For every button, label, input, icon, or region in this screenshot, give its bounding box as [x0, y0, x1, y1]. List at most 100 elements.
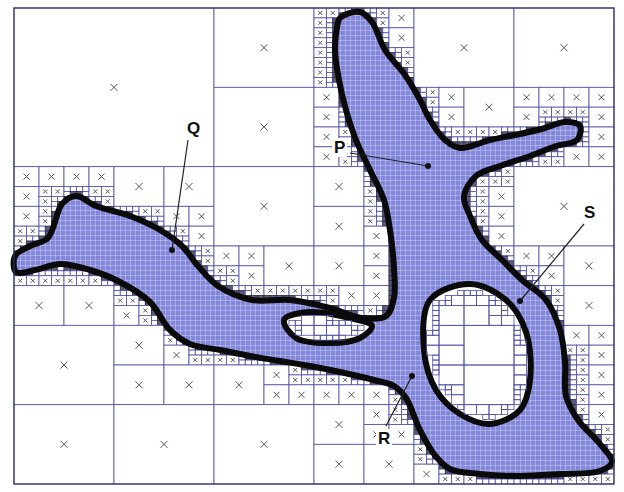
quadtree-cell [477, 479, 483, 484]
quadtree-cell [514, 325, 520, 330]
quadtree-cell [102, 196, 115, 206]
quadtree-cell [114, 365, 164, 405]
cell-mark [324, 154, 330, 160]
quadtree-cell [489, 301, 495, 306]
quadtree-cell [89, 276, 102, 286]
cell-mark [261, 441, 268, 448]
quadtree-cell [202, 246, 215, 256]
quadtree-cell [239, 266, 264, 286]
cell-mark [424, 471, 430, 477]
quadtree-cell [489, 206, 514, 226]
quadtree-cell [189, 355, 202, 365]
quadtree-cell [508, 479, 514, 484]
quadtree-cell [495, 246, 501, 251]
quadtree-cell [427, 335, 440, 345]
quadtree-cell [508, 405, 514, 410]
quadtree-cell [427, 97, 440, 107]
quadtree-cell [577, 375, 590, 385]
quadtree-cell [514, 395, 520, 400]
cell-mark [506, 180, 510, 184]
quadtree-cell [489, 296, 495, 301]
cell-mark [556, 299, 560, 303]
quadtree-cell [364, 177, 370, 182]
cell-mark [324, 392, 330, 398]
quadtree-cell [39, 167, 64, 187]
quadtree-cell [364, 216, 377, 226]
quadtree-cell [327, 63, 333, 68]
cell-mark [543, 160, 547, 164]
quadtree-cell [327, 33, 333, 38]
quadtree-cell [502, 306, 508, 311]
quadtree-cell [389, 48, 395, 53]
quadtree-cell [358, 325, 364, 330]
cell-mark [506, 249, 510, 253]
cell-mark [349, 293, 355, 299]
quadtree-cell [520, 479, 526, 484]
quadtree-cell [470, 187, 476, 192]
quadtree-cell [583, 142, 589, 147]
cell-mark [68, 279, 72, 283]
quadtree-cell [339, 335, 345, 340]
quadtree-cell [564, 107, 577, 117]
quadtree-cell [389, 405, 402, 415]
quadtree-cell [477, 127, 490, 137]
cell-mark [374, 293, 380, 299]
quadtree-cell [352, 330, 358, 335]
quadtree-cell [314, 206, 364, 246]
quadtree-cell [570, 395, 576, 400]
quadtree-cell [277, 286, 290, 296]
quadtree-cell [289, 375, 302, 385]
quadtree-cell [327, 68, 333, 73]
cell-mark [331, 378, 335, 382]
quadtree-cell [570, 360, 576, 365]
cell-mark [593, 477, 597, 481]
cell-mark [199, 213, 205, 219]
quadtree-cell [489, 479, 495, 484]
cell-mark [181, 229, 185, 233]
cell-mark [231, 358, 235, 362]
quadtree-cell [552, 286, 565, 296]
cell-mark [581, 348, 585, 352]
quadtree-cell [470, 137, 476, 142]
quadtree-cell [245, 286, 251, 291]
quadtree-cell [514, 385, 520, 390]
cell-mark [318, 31, 322, 35]
site-dot [409, 373, 415, 379]
quadtree-cell [377, 8, 390, 18]
quadtree-cell [589, 385, 614, 405]
quadtree-cell [289, 320, 295, 325]
quadtree-cell [595, 425, 601, 430]
cell-mark [606, 437, 610, 441]
quadtree-cell [464, 137, 470, 142]
quadtree-cell [314, 325, 327, 335]
quadtree-cell [514, 355, 527, 365]
cell-mark [368, 189, 372, 193]
quadtree-cell [364, 266, 389, 286]
quadtree-cell [577, 385, 590, 395]
cell-mark [368, 209, 372, 213]
quadtree-cell [427, 459, 433, 464]
quadtree-cell [583, 415, 589, 420]
quadtree-cell [358, 380, 364, 385]
cell-mark [343, 160, 347, 164]
cell-mark [56, 189, 60, 193]
quadtree-cell [27, 226, 40, 236]
cell-mark [161, 441, 168, 448]
cell-mark [549, 253, 555, 259]
quadtree-cell [295, 330, 301, 335]
quadtree-cell [558, 306, 564, 311]
quadtree-cell [445, 385, 451, 390]
quadtree-cell [327, 28, 333, 33]
quadtree-cell [520, 340, 526, 345]
cell-mark [336, 223, 343, 230]
quadtree-cell [577, 355, 590, 365]
quadtree-cell [383, 33, 389, 38]
cell-mark [581, 477, 585, 481]
quadtree-cell [483, 226, 489, 231]
cell-mark [218, 358, 222, 362]
cell-mark [336, 262, 343, 269]
cell-mark [199, 233, 205, 239]
quadtree-cell [327, 286, 340, 296]
cell-mark [449, 114, 455, 120]
quadtree-cell [464, 87, 514, 127]
